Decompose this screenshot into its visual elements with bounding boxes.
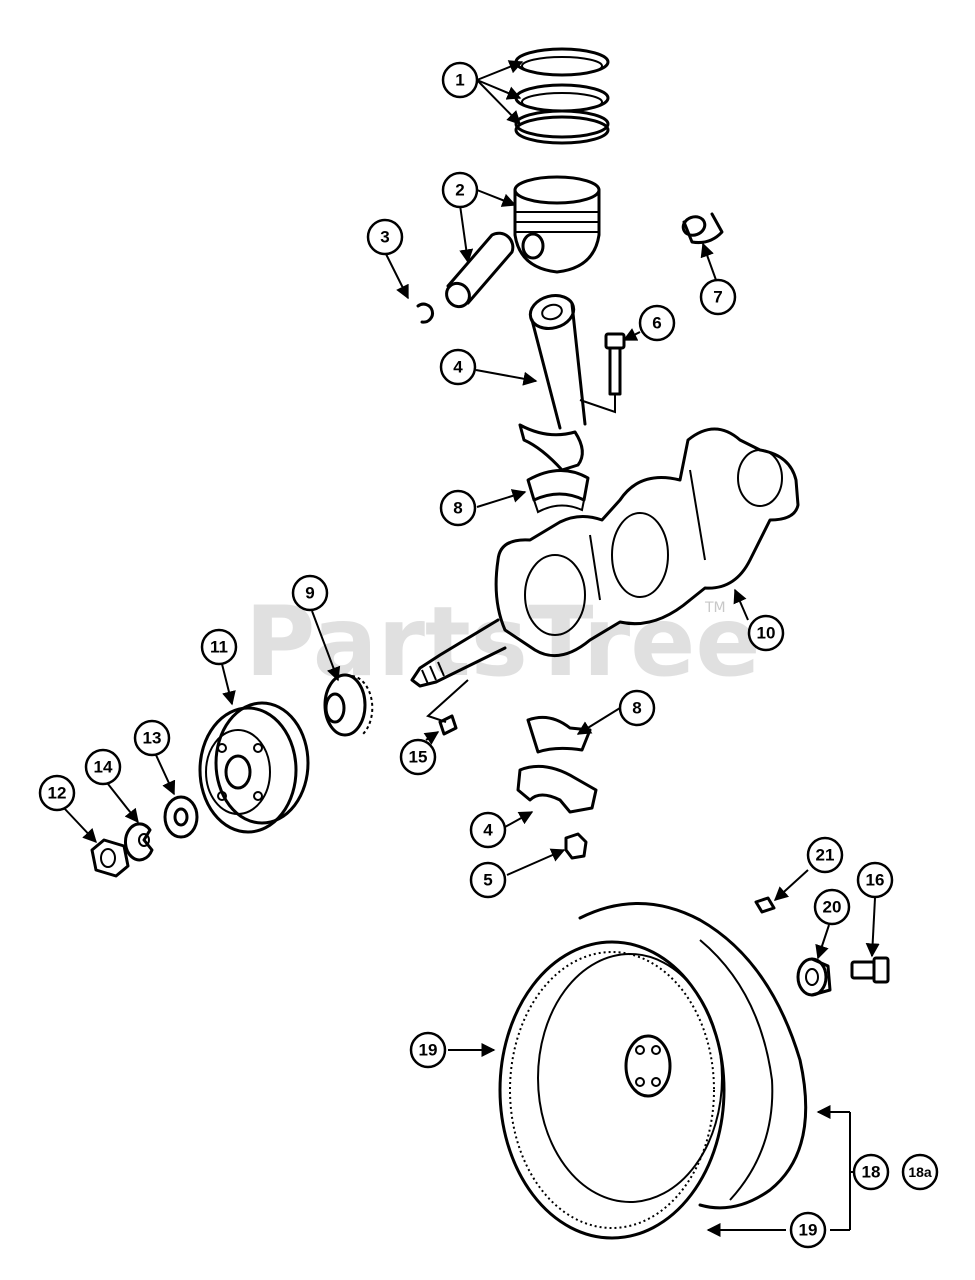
callout-11[interactable]: 11 bbox=[200, 628, 238, 666]
part-flywheel-bolt[interactable] bbox=[850, 956, 890, 984]
svg-text:18: 18 bbox=[862, 1163, 881, 1182]
part-rod-cap[interactable] bbox=[516, 764, 598, 814]
callout-6[interactable]: 6 bbox=[638, 304, 676, 342]
callout-1[interactable]: 1 bbox=[441, 61, 479, 99]
part-piston-pin[interactable] bbox=[442, 231, 515, 311]
callout-14[interactable]: 14 bbox=[84, 748, 122, 786]
callout-19-lower[interactable]: 19 bbox=[789, 1211, 827, 1249]
callout-8-lower[interactable]: 8 bbox=[618, 689, 656, 727]
svg-text:9: 9 bbox=[305, 584, 314, 603]
watermark-tm: TM bbox=[704, 600, 726, 616]
callout-15[interactable]: 15 bbox=[399, 738, 437, 776]
part-flywheel[interactable] bbox=[498, 902, 808, 1240]
callout-13[interactable]: 13 bbox=[133, 719, 171, 757]
leader-lines bbox=[63, 60, 880, 1237]
svg-text:5: 5 bbox=[483, 871, 492, 890]
svg-text:10: 10 bbox=[757, 624, 776, 643]
part-crankshaft[interactable] bbox=[410, 427, 800, 688]
part-rod-bolt[interactable] bbox=[579, 332, 626, 414]
svg-text:16: 16 bbox=[866, 871, 885, 890]
callout-9[interactable]: 9 bbox=[291, 574, 329, 612]
svg-text:14: 14 bbox=[94, 758, 113, 777]
part-woodruff-key[interactable] bbox=[426, 679, 469, 736]
svg-text:12: 12 bbox=[48, 784, 67, 803]
part-washer[interactable] bbox=[163, 795, 199, 839]
part-crank-pulley[interactable] bbox=[198, 701, 310, 834]
callout-21[interactable]: 21 bbox=[806, 836, 844, 874]
part-lock-washer[interactable] bbox=[124, 822, 154, 862]
callout-5[interactable]: 5 bbox=[469, 861, 507, 899]
svg-text:2: 2 bbox=[455, 181, 464, 200]
part-piston-rings[interactable] bbox=[514, 47, 610, 145]
callout-19-flywheel[interactable]: 19 bbox=[409, 1031, 447, 1069]
callout-10[interactable]: 10 bbox=[747, 614, 785, 652]
part-connecting-rod[interactable] bbox=[518, 291, 587, 472]
callout-3[interactable]: 3 bbox=[366, 218, 404, 256]
part-pilot-bearing[interactable] bbox=[796, 957, 832, 997]
svg-text:13: 13 bbox=[143, 729, 162, 748]
callouts: 1 2 3 4 5 6 7 8 8 9 10 11 12 13 14 15 4 … bbox=[38, 61, 939, 1249]
callout-4-lower[interactable]: 4 bbox=[469, 811, 507, 849]
svg-text:3: 3 bbox=[380, 228, 389, 247]
part-piston[interactable] bbox=[513, 175, 601, 274]
callout-16[interactable]: 16 bbox=[856, 861, 894, 899]
svg-text:8: 8 bbox=[632, 699, 641, 718]
svg-text:15: 15 bbox=[409, 748, 428, 767]
callout-18[interactable]: 18 bbox=[852, 1153, 890, 1191]
callout-7[interactable]: 7 bbox=[699, 278, 737, 316]
part-crank-gear[interactable] bbox=[323, 673, 374, 737]
part-bearing-shell-upper[interactable] bbox=[526, 468, 590, 514]
svg-text:21: 21 bbox=[816, 846, 835, 865]
part-bushing[interactable] bbox=[681, 212, 724, 244]
svg-text:6: 6 bbox=[652, 314, 661, 333]
svg-text:1: 1 bbox=[455, 71, 464, 90]
callout-2[interactable]: 2 bbox=[441, 171, 479, 209]
svg-text:18a: 18a bbox=[908, 1164, 932, 1180]
part-dowel-pin[interactable] bbox=[754, 896, 776, 914]
svg-text:4: 4 bbox=[453, 358, 463, 377]
part-rod-nut[interactable] bbox=[564, 832, 588, 860]
svg-text:11: 11 bbox=[210, 638, 228, 657]
part-crank-nut[interactable] bbox=[90, 838, 130, 878]
callout-12[interactable]: 12 bbox=[38, 774, 76, 812]
svg-text:4: 4 bbox=[483, 821, 493, 840]
callout-20[interactable]: 20 bbox=[813, 888, 851, 926]
svg-text:19: 19 bbox=[799, 1221, 818, 1240]
svg-text:7: 7 bbox=[713, 288, 722, 307]
svg-text:19: 19 bbox=[419, 1041, 438, 1060]
part-snap-ring[interactable] bbox=[416, 302, 434, 324]
part-bearing-shell-lower[interactable] bbox=[526, 715, 592, 754]
svg-text:20: 20 bbox=[823, 898, 842, 917]
svg-text:8: 8 bbox=[453, 499, 462, 518]
callout-18a[interactable]: 18a bbox=[901, 1153, 939, 1191]
callout-8-upper[interactable]: 8 bbox=[439, 489, 477, 527]
callout-4-upper[interactable]: 4 bbox=[439, 348, 477, 386]
